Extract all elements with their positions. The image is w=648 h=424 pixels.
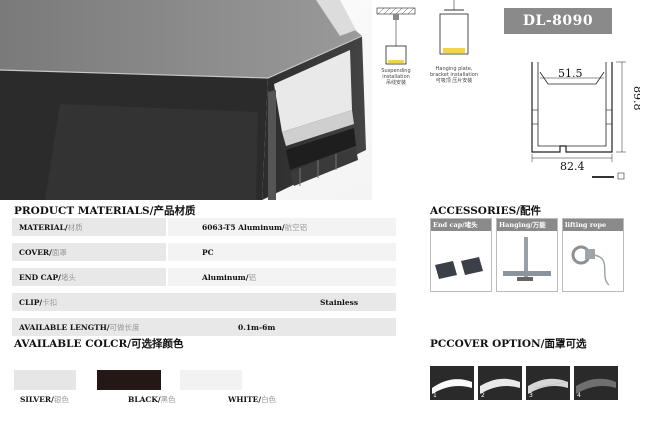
white-label: WHITE/白色 [228, 395, 277, 404]
profile-dimension-drawing: 51.5 89.8 82.4 [531, 61, 640, 180]
cover-prismatic-icon [528, 378, 568, 394]
cover-frosted-icon [480, 378, 520, 394]
table-row: END CAP/堵头 Aluminum/铝 [12, 268, 396, 286]
install-bracket: Hanging plate, bracket installation 可吸顶 … [426, 0, 482, 84]
dim-width: 82.4 [560, 160, 585, 173]
row-value: Stainless [320, 297, 359, 307]
install-caption-zh: 吊线安装 [385, 80, 406, 86]
install-caption-zh: 可吸顶 压片安装 [435, 78, 473, 84]
accessory-title: End cap/堵头 [431, 219, 491, 231]
model-badge: DL-8090 [504, 8, 612, 34]
install-suspended: Suspending installation 吊线安装 [374, 6, 418, 86]
black-label: BLACK/黑色 [128, 395, 176, 404]
accessories-heading: ACCESSORIES/配件 [430, 205, 542, 217]
row-value: 6063-T5 Aluminum/航空铝 [168, 218, 396, 236]
silver-label: SILVER/银色 [20, 395, 69, 404]
white-swatch [180, 370, 242, 390]
suspended-install-icon [376, 7, 416, 65]
black-swatch [97, 370, 161, 390]
cover-number: 1 [433, 392, 437, 399]
table-row: COVER/面罩 PC [12, 243, 396, 261]
materials-heading: PRODUCT MATERIALS/产品材质 [14, 203, 195, 218]
accessory-lifting-rope: lifting rope [562, 218, 624, 292]
accessory-title: lifting rope [563, 219, 623, 231]
colors-heading: AVAILABLE COLCR/可选择颜色 [14, 338, 184, 350]
dim-inner-top: 51.5 [558, 67, 583, 80]
accessory-title: Hanging/万能 [497, 219, 557, 231]
cover-number: 4 [577, 392, 581, 399]
row-label: MATERIAL/材质 [12, 218, 166, 236]
accessory-hanging: Hanging/万能 [496, 218, 558, 292]
accessory-end-cap: End cap/堵头 [430, 218, 492, 292]
table-row: MATERIAL/材质 6063-T5 Aluminum/航空铝 [12, 218, 396, 236]
lifting-rope-icon [571, 245, 610, 286]
bracket-install-icon [439, 0, 469, 55]
silver-swatch [14, 370, 76, 390]
pc-cover-heading: PCCOVER OPTION/面罩可选 [430, 338, 587, 350]
row-label: COVER/面罩 [12, 243, 166, 261]
cover-smoked-icon [576, 378, 616, 394]
end-cap-icon [435, 257, 483, 279]
product-photo [0, 0, 372, 200]
row-label: END CAP/堵头 [12, 268, 166, 286]
pc-cover-option: 1 [430, 366, 474, 400]
materials-heading-zh: 产品材质 [153, 205, 196, 217]
row-value: Aluminum/铝 [168, 268, 396, 286]
row-value: PC [168, 243, 396, 261]
materials-table: MATERIAL/材质 6063-T5 Aluminum/航空铝 COVER/面… [12, 218, 396, 343]
pc-cover-option: 3 [526, 366, 570, 400]
row-value: 0.1m-6m [238, 322, 276, 332]
cover-number: 2 [481, 392, 485, 399]
pc-cover-option: 4 [574, 366, 618, 400]
dim-height: 89.8 [631, 86, 640, 111]
hanging-bracket-icon [503, 237, 551, 281]
materials-heading-en: PRODUCT MATERIALS/ [14, 205, 154, 217]
install-caption: Suspending installation [381, 68, 411, 80]
pc-cover-option: 2 [478, 366, 522, 400]
install-caption: Hanging plate, bracket installation [430, 66, 478, 78]
cover-number: 3 [529, 392, 533, 399]
cover-opal-icon [432, 379, 472, 394]
